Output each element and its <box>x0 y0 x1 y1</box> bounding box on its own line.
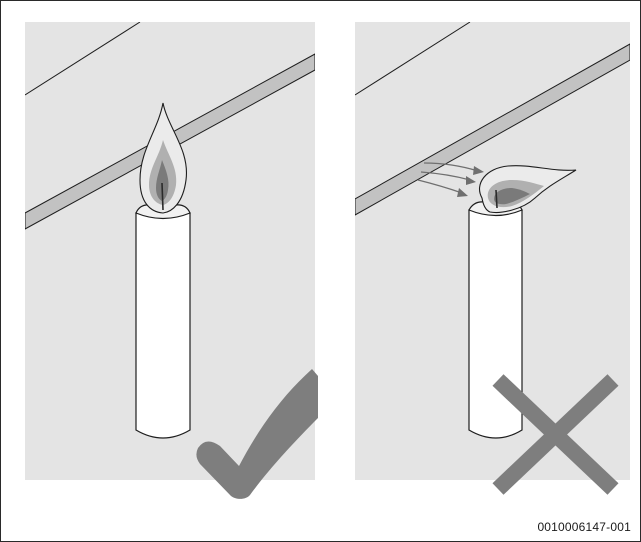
figure-reference-number: 0010006147-001 <box>537 520 631 534</box>
candle-wick <box>162 183 163 210</box>
correct-panel <box>25 22 318 499</box>
candle-body <box>136 213 190 438</box>
candle-wick <box>496 190 497 208</box>
incorrect-panel <box>355 22 630 489</box>
